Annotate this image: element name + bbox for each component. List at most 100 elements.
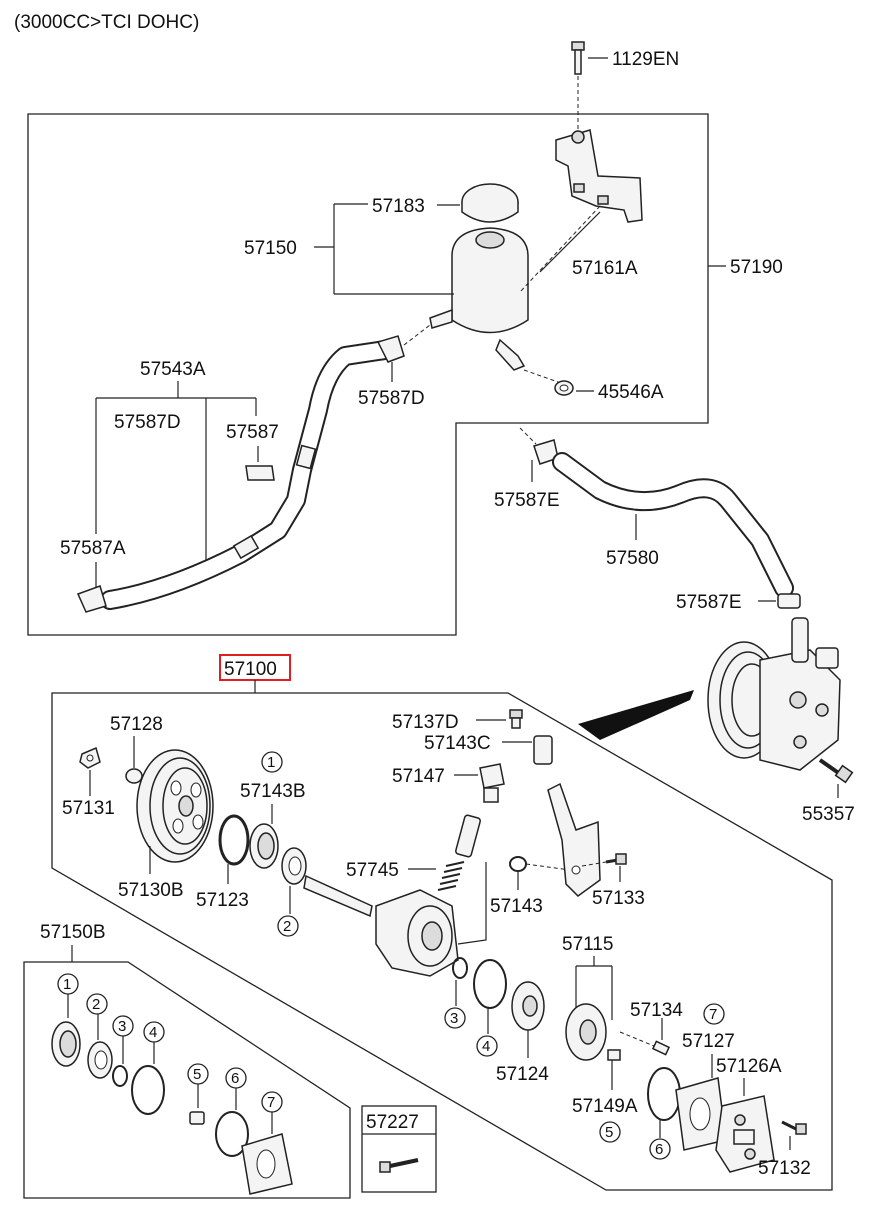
kit-oil-seal-2[interactable]: [87, 1041, 113, 1079]
label-57587[interactable]: 57587: [226, 422, 279, 443]
label-55357[interactable]: 55357: [802, 804, 855, 825]
label-57133[interactable]: 57133: [592, 888, 645, 909]
label-57150B[interactable]: 57150B: [40, 922, 106, 943]
cartridge-57115[interactable]: [565, 1003, 607, 1061]
label-57143B[interactable]: 57143B: [240, 781, 306, 802]
o-ring-4-upper[interactable]: [473, 959, 507, 1009]
label-57134[interactable]: 57134: [630, 1000, 683, 1021]
label-57126A[interactable]: 57126A: [716, 1056, 782, 1077]
label-57127[interactable]: 57127: [682, 1031, 735, 1052]
label-57143[interactable]: 57143: [490, 896, 543, 917]
nut-57131[interactable]: [79, 746, 101, 769]
bolt-57227[interactable]: [379, 1158, 419, 1173]
pulley-57130B[interactable]: [136, 749, 214, 863]
pump-shaft[interactable]: [303, 874, 373, 918]
power-steering-pump-assembly[interactable]: [707, 617, 841, 771]
label-57587D-top[interactable]: 57587D: [358, 388, 425, 409]
label-57100[interactable]: 57100: [224, 659, 277, 680]
bolt-57132[interactable]: [781, 1120, 807, 1135]
end-cover-57126A[interactable]: [715, 1095, 775, 1173]
o-ring-6-upper[interactable]: [647, 1067, 681, 1121]
label-57543A[interactable]: 57543A: [140, 359, 206, 380]
pump-body[interactable]: [375, 889, 459, 977]
label-57132[interactable]: 57132: [758, 1158, 811, 1179]
clip-57587[interactable]: [245, 465, 275, 481]
o-ring-57143[interactable]: [509, 856, 527, 872]
callout-6-upper-text: 6: [655, 1141, 663, 1158]
washer-57128[interactable]: [125, 768, 143, 784]
o-ring-3-upper[interactable]: [452, 957, 468, 979]
callout-2-kit-text: 2: [92, 996, 100, 1013]
callout-1-upper-text: 1: [267, 754, 275, 771]
callout-1-upper: [261, 751, 283, 773]
snap-ring-57123[interactable]: [218, 814, 250, 866]
callout-5-upper-text: 5: [605, 1124, 613, 1141]
sleeve-57143C[interactable]: [533, 735, 553, 765]
bolt-57133[interactable]: [605, 853, 627, 865]
label-57587E-1[interactable]: 57587E: [494, 490, 560, 511]
label-57149A[interactable]: 57149A: [572, 1096, 638, 1117]
bracket-57161A[interactable]: [555, 129, 643, 223]
label-57587E-2[interactable]: 57587E: [676, 592, 742, 613]
label-57137D[interactable]: 57137D: [392, 712, 459, 733]
label-57131[interactable]: 57131: [62, 798, 115, 819]
callout-4-upper-text: 4: [482, 1038, 490, 1055]
callout-5-kit-text: 5: [193, 1066, 201, 1083]
label-57161A[interactable]: 57161A: [572, 258, 638, 279]
pin-57149A[interactable]: [607, 1049, 621, 1061]
bolt-1129EN[interactable]: [571, 41, 585, 75]
label-57587D-left[interactable]: 57587D: [114, 412, 181, 433]
bolt-57227-box: [361, 1105, 437, 1193]
pin-57134[interactable]: [651, 1040, 671, 1056]
clamp-57587E-lower[interactable]: [777, 593, 801, 609]
label-57183[interactable]: 57183: [372, 196, 425, 217]
clamp-57587D-top[interactable]: [376, 335, 405, 363]
oil-seal-2[interactable]: [281, 847, 307, 885]
kit-pin-5[interactable]: [189, 1111, 205, 1125]
flow-control-valve[interactable]: [455, 814, 481, 858]
gasket-57127[interactable]: [675, 1077, 727, 1151]
callout-7-kit-text: 7: [267, 1094, 275, 1111]
label-57227[interactable]: 57227: [366, 1112, 419, 1133]
kit-o-ring-4[interactable]: [131, 1065, 165, 1115]
callout-4-upper: [476, 1035, 498, 1057]
callout-2-upper: [277, 915, 299, 937]
label-57130B[interactable]: 57130B: [118, 880, 184, 901]
pump-kit-box: [51, 692, 833, 1191]
callout-5-upper: [599, 1121, 621, 1143]
callout-3-upper: [444, 1007, 466, 1029]
side-plate-57124[interactable]: [511, 981, 545, 1031]
kit-bearing-1[interactable]: [51, 1021, 81, 1067]
spring-57745[interactable]: [437, 861, 465, 891]
washer-45546A[interactable]: [554, 380, 574, 396]
label-57150[interactable]: 57150: [244, 238, 297, 259]
label-1129EN[interactable]: 1129EN: [612, 49, 679, 70]
label-57143C[interactable]: 57143C: [424, 733, 491, 754]
fitting-57147[interactable]: [479, 763, 505, 803]
kit-o-ring-6[interactable]: [215, 1111, 249, 1157]
label-57115[interactable]: 57115: [562, 934, 613, 955]
label-57745[interactable]: 57745: [346, 860, 399, 881]
label-45546A[interactable]: 45546A: [598, 382, 664, 403]
outlet-pipe-bracket[interactable]: [547, 782, 601, 897]
callout-2-upper-text: 2: [283, 918, 291, 935]
label-57580[interactable]: 57580: [606, 548, 659, 569]
label-57147[interactable]: 57147: [392, 766, 445, 787]
callout-2-kit: [86, 993, 108, 1015]
label-57123[interactable]: 57123: [196, 890, 249, 911]
label-57128[interactable]: 57128: [110, 714, 163, 735]
reservoir-cap-57183[interactable]: [461, 183, 519, 223]
bolt-55357[interactable]: [818, 758, 854, 784]
reservoir-57150[interactable]: [429, 227, 529, 371]
reservoir-hose-group-box: [27, 113, 709, 636]
bearing-57143B[interactable]: [249, 823, 279, 869]
plug-57137D[interactable]: [509, 709, 523, 729]
clamp-57587A[interactable]: [76, 585, 107, 613]
kit-gasket-7[interactable]: [241, 1133, 293, 1195]
label-57587A[interactable]: 57587A: [60, 538, 126, 559]
label-57190[interactable]: 57190: [730, 257, 783, 278]
kit-o-ring-3[interactable]: [112, 1065, 128, 1087]
callout-4-kit-text: 4: [149, 1024, 157, 1041]
label-57124[interactable]: 57124: [496, 1064, 549, 1085]
